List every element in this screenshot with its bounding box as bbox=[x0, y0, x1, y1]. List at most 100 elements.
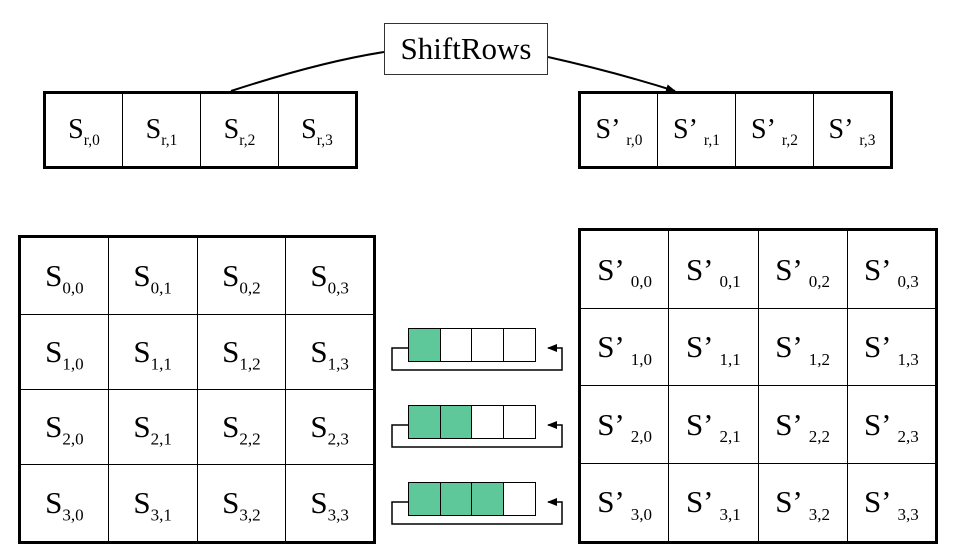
rotation-indicator-row-1 bbox=[408, 328, 536, 364]
cell-symbol: S’ bbox=[597, 484, 625, 520]
cell-symbol: S’ bbox=[685, 484, 714, 520]
output-matrix-cell: S’1,0 bbox=[578, 308, 670, 387]
cell-index: r,0 bbox=[83, 131, 100, 149]
input-matrix-cell: S1,2 bbox=[196, 313, 287, 390]
input-matrix-cell: S1,0 bbox=[19, 313, 109, 390]
cell-index: 1,3 bbox=[897, 350, 919, 370]
cell-symbol: S’ bbox=[775, 329, 803, 365]
cell-index: 3,0 bbox=[630, 505, 653, 525]
shifted-byte-cell bbox=[408, 482, 441, 516]
cell-symbol: S bbox=[45, 257, 63, 293]
input-matrix-cell: S3,2 bbox=[196, 464, 287, 543]
shifted-byte-cell bbox=[408, 405, 441, 439]
cell-index: 0,0 bbox=[630, 272, 653, 292]
cell-symbol: S bbox=[133, 409, 151, 445]
rotation-indicator-row-3 bbox=[408, 482, 536, 518]
input-row-cell: Sr,2 bbox=[200, 92, 279, 168]
rotation-arrow bbox=[391, 498, 563, 525]
cell-symbol: S bbox=[133, 485, 151, 521]
rotation-arrow bbox=[391, 421, 563, 448]
cell-index: r,0 bbox=[626, 131, 643, 149]
cell-index: 3,3 bbox=[897, 505, 919, 525]
cell-symbol: S bbox=[223, 114, 240, 145]
cell-symbol: S’ bbox=[775, 484, 803, 520]
cell-symbol: S bbox=[222, 333, 240, 369]
cell-index: 3,3 bbox=[327, 505, 349, 525]
cell-symbol: S bbox=[45, 485, 63, 521]
output-matrix-cell: S’0,3 bbox=[846, 228, 938, 310]
input-matrix-cell: S1,3 bbox=[285, 313, 375, 390]
cell-index: 1,1 bbox=[719, 350, 741, 370]
cell-symbol: S’ bbox=[597, 406, 625, 442]
input-row-cell: Sr,3 bbox=[278, 92, 357, 168]
input-matrix-cell: S0,3 bbox=[285, 236, 375, 315]
input-row-curve bbox=[230, 51, 385, 92]
shiftrows-label: ShiftRows bbox=[384, 23, 548, 75]
cell-index: 3,1 bbox=[719, 505, 741, 525]
shifted-byte-cell bbox=[408, 328, 441, 362]
cell-index: 0,0 bbox=[62, 278, 84, 298]
cell-symbol: S’ bbox=[828, 114, 854, 145]
input-matrix-cell: S3,0 bbox=[19, 464, 109, 543]
input-matrix-cell: S0,2 bbox=[196, 236, 287, 315]
cell-index: 3,0 bbox=[62, 505, 84, 525]
cell-index: 2,3 bbox=[897, 427, 919, 447]
cell-symbol: S’ bbox=[685, 406, 714, 442]
cell-index: r,2 bbox=[781, 131, 798, 149]
output-matrix-cell: S’2,0 bbox=[578, 385, 670, 464]
cell-index: 3,1 bbox=[150, 505, 172, 525]
shifted-byte-cell bbox=[471, 482, 504, 516]
input-matrix-cell: S3,1 bbox=[107, 464, 198, 543]
cell-index: 2,2 bbox=[239, 429, 261, 449]
cell-symbol: S bbox=[222, 409, 240, 445]
output-matrix-cell: S’3,1 bbox=[668, 462, 759, 544]
byte-cell bbox=[502, 482, 536, 516]
cell-symbol: S bbox=[45, 333, 63, 369]
output-matrix-cell: S’3,2 bbox=[757, 462, 848, 544]
cell-symbol: S bbox=[222, 257, 240, 293]
cell-index: 0,1 bbox=[150, 278, 172, 298]
cell-index: 0,3 bbox=[327, 278, 349, 298]
cell-index: 2,1 bbox=[719, 427, 741, 447]
cell-symbol: S’ bbox=[673, 114, 698, 145]
input-matrix-cell: S3,3 bbox=[285, 464, 375, 543]
cell-symbol: S’ bbox=[863, 484, 892, 520]
input-matrix-cell: S1,1 bbox=[107, 313, 198, 390]
cell-symbol: S bbox=[310, 485, 328, 521]
cell-symbol: S’ bbox=[595, 114, 621, 145]
output-row-cell: S’r,3 bbox=[813, 92, 892, 168]
byte-cell bbox=[471, 328, 504, 362]
cell-symbol: S bbox=[310, 257, 328, 293]
cell-index: 2,2 bbox=[808, 427, 831, 447]
output-row-cell: S’r,2 bbox=[735, 92, 814, 168]
cell-index: 0,3 bbox=[897, 272, 919, 292]
rotation-indicator-row-2 bbox=[408, 405, 536, 441]
byte-cell bbox=[502, 328, 536, 362]
output-matrix-cell: S’0,0 bbox=[578, 228, 670, 310]
cell-index: 2,3 bbox=[327, 429, 349, 449]
cell-index: 1,0 bbox=[62, 354, 84, 374]
cell-symbol: S bbox=[45, 409, 63, 445]
output-matrix-cell: S’3,0 bbox=[578, 462, 670, 544]
byte-cell bbox=[471, 405, 504, 439]
output-row-arrow bbox=[547, 56, 676, 93]
cell-symbol: S bbox=[310, 409, 328, 445]
input-matrix-cell: S0,0 bbox=[19, 236, 109, 315]
cell-symbol: S’ bbox=[597, 251, 625, 287]
cell-index: 3,2 bbox=[808, 505, 831, 525]
cell-index: 0,1 bbox=[719, 272, 741, 292]
cell-index: 3,2 bbox=[239, 505, 261, 525]
cell-index: 1,2 bbox=[239, 354, 261, 374]
cell-index: 0,2 bbox=[239, 278, 261, 298]
cell-symbol: S bbox=[68, 114, 84, 145]
cell-symbol: S’ bbox=[597, 329, 625, 365]
